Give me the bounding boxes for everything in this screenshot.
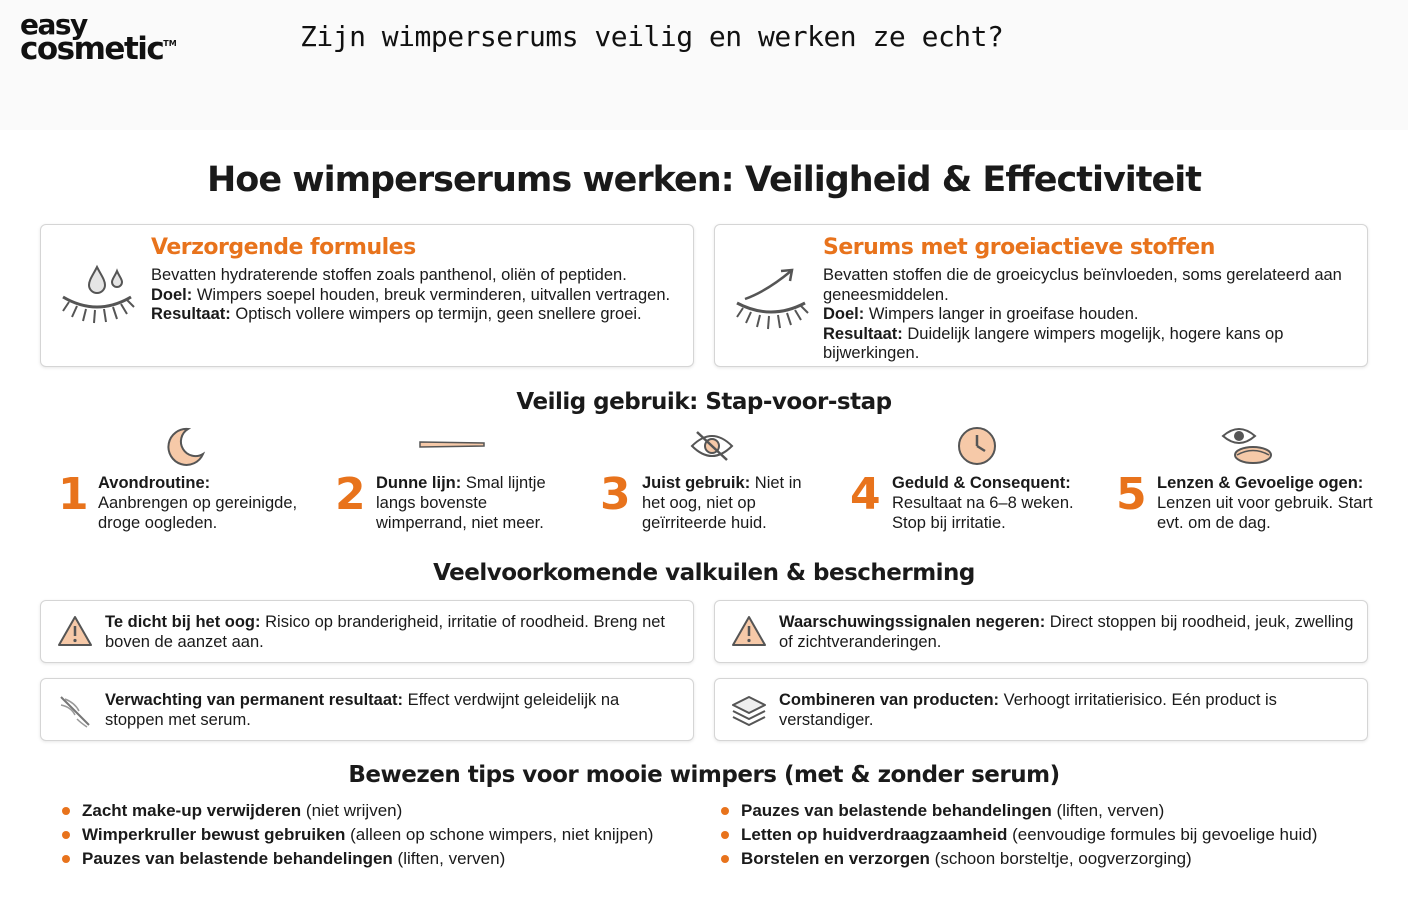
card-description: Bevatten stoffen die de groeicyclus beïn… — [823, 266, 1353, 364]
card-resultaat: Resultaat: Duidelijk langere wimpers mog… — [823, 324, 1284, 363]
step-5-text: Lenzen & Gevoelige ogen:Lenzen uit voor … — [1157, 474, 1373, 532]
card-description: Bevatten hydraterende stoffen zoals pant… — [151, 266, 681, 325]
tips-list-right: Pauzes van belastende behandelingen (lif… — [721, 799, 1317, 871]
tips-list-left: Zacht make-up verwijderen (niet wrijven)… — [62, 799, 653, 871]
step-number-5: 5 — [1116, 469, 1147, 520]
card-verzorgende-formules: Verzorgende formules Bevatten hydrateren… — [40, 224, 694, 367]
card-intro: Bevatten hydraterende stoffen zoals pant… — [151, 266, 627, 284]
trademark: TM — [163, 38, 177, 48]
list-item: Zacht make-up verwijderen (niet wrijven) — [62, 799, 653, 823]
pitfall-text: Waarschuwingssignalen negeren: Direct st… — [779, 613, 1354, 651]
infographic-title: Hoe wimperserums werken: Veiligheid & Ef… — [207, 160, 1202, 200]
closed-eye-droplets-icon — [57, 261, 137, 336]
pitfall-card: Te dicht bij het oog: Risico op branderi… — [40, 600, 694, 663]
step-number-2: 2 — [335, 469, 366, 520]
step-number-4: 4 — [850, 469, 881, 520]
list-item: Borstelen en verzorgen (schoon borsteltj… — [721, 847, 1317, 871]
step-4-text: Geduld & Consequent:Resultaat na 6–8 wek… — [892, 474, 1074, 532]
card-title: Serums met groeiactieve stoffen — [823, 235, 1215, 260]
card-title: Verzorgende formules — [151, 235, 416, 260]
step-number-3: 3 — [600, 469, 631, 520]
bullet — [721, 807, 729, 815]
pitfall-text: Te dicht bij het oog: Risico op branderi… — [105, 613, 666, 651]
tips-section-title: Bewezen tips voor mooie wimpers (met & z… — [348, 762, 1060, 788]
closed-eye-growth-arrow-icon — [731, 263, 811, 338]
bullet — [721, 855, 729, 863]
card-doel: Doel: Wimpers soepel houden, breuk vermi… — [151, 285, 671, 304]
header-bar — [0, 0, 1408, 130]
warning-icon — [731, 615, 767, 652]
warning-icon — [57, 615, 93, 652]
bullet — [62, 807, 70, 815]
card-doel: Doel: Wimpers langer in groeifase houden… — [823, 305, 1139, 323]
pitfall-text: Combineren van producten: Verhoogt irrit… — [779, 691, 1277, 729]
broken-lash-icon — [57, 693, 93, 734]
page-title: Zijn wimperserums veilig en werken ze ec… — [300, 20, 1004, 53]
eye-contact-lens-icon — [1220, 424, 1276, 471]
card-serums-groeiactieve-stoffen: Serums met groeiactieve stoffen Bevatten… — [714, 224, 1368, 367]
card-intro: Bevatten stoffen die de groeicyclus beïn… — [823, 266, 1342, 304]
brand-logo[interactable]: easy cosmeticTM — [20, 8, 177, 67]
step-number-1: 1 — [58, 469, 89, 520]
pitfalls-section-title: Veelvoorkomende valkuilen & bescherming — [433, 560, 975, 586]
clock-icon — [956, 425, 998, 472]
list-item: Pauzes van belastende behandelingen (lif… — [62, 847, 653, 871]
step-1-text: Avondroutine:Aanbrengen op gereinigde, d… — [98, 474, 298, 532]
brand-line2: cosmeticTM — [20, 30, 177, 67]
thin-line-brush-icon — [418, 434, 488, 459]
pitfall-card: Combineren van producten: Verhoogt irrit… — [714, 678, 1368, 741]
steps-section-title: Veilig gebruik: Stap-voor-stap — [516, 389, 892, 415]
eye-crossed-icon — [689, 428, 735, 469]
moon-icon — [164, 426, 206, 473]
pitfall-text: Verwachting van permanent resultaat: Eff… — [105, 691, 620, 729]
card-resultaat: Resultaat: Optisch vollere wimpers op te… — [151, 305, 642, 323]
pitfall-card: Verwachting van permanent resultaat: Eff… — [40, 678, 694, 741]
layers-icon — [731, 693, 767, 734]
step-2-text: Dunne lijn: Smal lijntje langs bovenste … — [376, 474, 546, 532]
brand-line1: easy — [20, 8, 88, 41]
step-3-text: Juist gebruik: Niet in het oog, niet op … — [642, 474, 802, 532]
bullet — [721, 831, 729, 839]
bullet — [62, 855, 70, 863]
list-item: Letten op huidverdraagzaamheid (eenvoudi… — [721, 823, 1317, 847]
pitfall-card: Waarschuwingssignalen negeren: Direct st… — [714, 600, 1368, 663]
list-item: Wimperkruller bewust gebruiken (alleen o… — [62, 823, 653, 847]
bullet — [62, 831, 70, 839]
list-item: Pauzes van belastende behandelingen (lif… — [721, 799, 1317, 823]
